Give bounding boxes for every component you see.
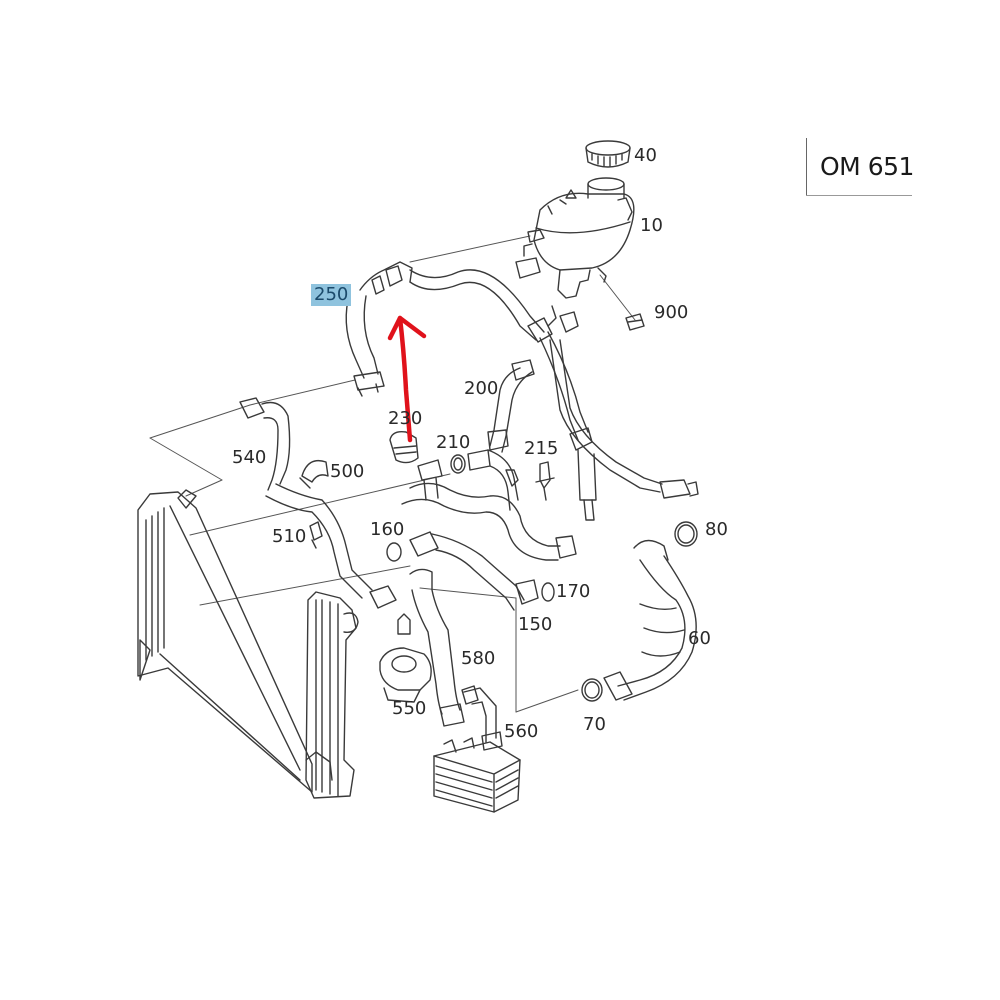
- hose-60-part: [581, 521, 698, 702]
- hose-250-part: [345, 261, 413, 397]
- part-210-ring: [450, 454, 466, 474]
- callout-200[interactable]: 200: [464, 378, 499, 399]
- callout-550[interactable]: 550: [392, 698, 427, 719]
- hose-200-part: [487, 359, 535, 453]
- ring-170-part: [541, 582, 555, 602]
- connector-pieces: [467, 449, 519, 511]
- filler-cap-part: [585, 140, 631, 168]
- expansion-tank-part: [515, 177, 635, 327]
- callout-160[interactable]: 160: [370, 519, 405, 540]
- sensor-900-part: [625, 313, 645, 331]
- radiator-part: [137, 489, 313, 793]
- engine-code-frame: [806, 138, 807, 196]
- hose-580-part: [409, 568, 465, 727]
- callout-210[interactable]: 210: [436, 432, 471, 453]
- hose-560-part: [461, 685, 503, 751]
- hose-540-part: [239, 397, 397, 609]
- callout-40[interactable]: 40: [634, 145, 657, 166]
- callout-80[interactable]: 80: [705, 519, 728, 540]
- part-230: [389, 430, 419, 464]
- part-215: [535, 461, 555, 501]
- callout-70[interactable]: 70: [583, 714, 606, 735]
- callout-60[interactable]: 60: [688, 628, 711, 649]
- callout-250[interactable]: 250: [311, 284, 352, 306]
- callout-230[interactable]: 230: [388, 408, 423, 429]
- callout-510[interactable]: 510: [272, 526, 307, 547]
- callout-560[interactable]: 560: [504, 721, 539, 742]
- callout-170[interactable]: 170: [556, 581, 591, 602]
- callout-540[interactable]: 540: [232, 447, 267, 468]
- engine-code-label: OM 651: [820, 152, 914, 181]
- callout-900[interactable]: 900: [654, 302, 689, 323]
- auxiliary-radiator-part: [305, 591, 359, 799]
- engine-code-frame: [806, 195, 912, 196]
- callout-580[interactable]: 580: [461, 648, 496, 669]
- callout-150[interactable]: 150: [518, 614, 553, 635]
- clip-500-part: [299, 459, 329, 489]
- callout-215[interactable]: 215: [524, 438, 559, 459]
- pointer-arrow: [387, 315, 427, 443]
- callout-500[interactable]: 500: [330, 461, 365, 482]
- oil-cooler-part: [433, 737, 521, 813]
- pump-550-part: [379, 613, 432, 703]
- long-hose-part: [409, 269, 699, 521]
- part-510: [309, 521, 323, 549]
- hose-160-part: [386, 459, 577, 611]
- leader-lines: [149, 235, 636, 713]
- callout-10[interactable]: 10: [640, 215, 663, 236]
